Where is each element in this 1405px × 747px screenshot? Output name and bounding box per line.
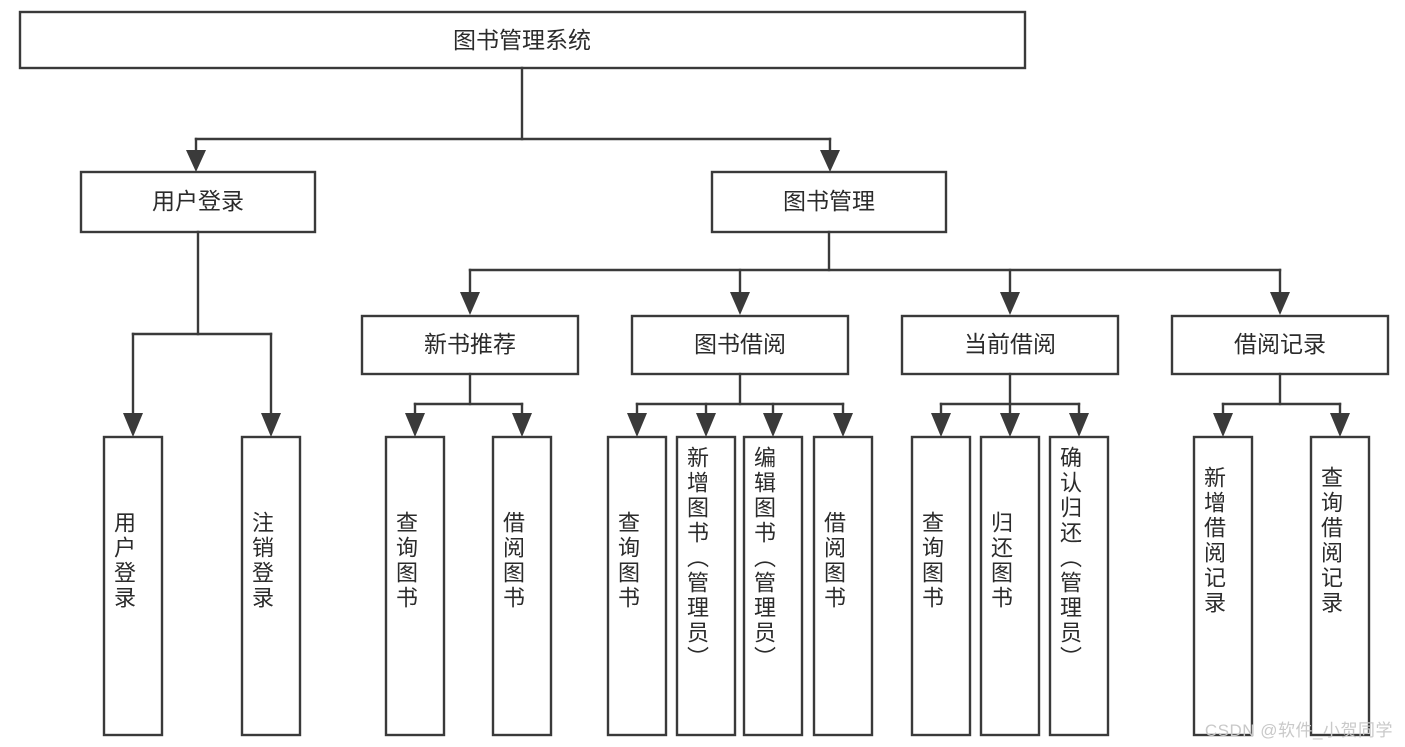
arrow-head-icon [261, 413, 281, 437]
node-leaf-user-logout-box[interactable] [240, 435, 302, 737]
node-current-borrow-box[interactable] [900, 314, 1120, 376]
node-user-login-box[interactable] [79, 170, 317, 234]
arrow-head-icon [730, 292, 750, 315]
node-root[interactable]: 图书管理系统 [18, 10, 1027, 70]
node-leaf-add-record-box[interactable] [1192, 435, 1254, 737]
node-leaf-query-book-2-box[interactable] [606, 435, 668, 737]
connector-user-login-to-leaves [123, 230, 281, 437]
arrow-head-icon [1213, 413, 1233, 437]
node-book-borrow[interactable]: 图书借阅 [630, 314, 850, 376]
connector-borrow-record-to-leaves [1213, 372, 1350, 437]
node-borrow-record-label: 借阅记录 [1234, 331, 1326, 357]
node-current-borrow[interactable]: 当前借阅 [900, 314, 1120, 376]
arrow-head-icon [931, 413, 951, 437]
node-book-borrow-label: 图书借阅 [694, 331, 786, 357]
connector-new-book-recommend-to-leaves [405, 372, 532, 437]
node-leaf-user-login-box[interactable] [102, 435, 164, 737]
arrow-head-icon [512, 413, 532, 437]
node-current-borrow-label: 当前借阅 [964, 331, 1056, 357]
node-leaf-query-book-3-box[interactable] [910, 435, 972, 737]
node-leaf-edit-book-box[interactable] [742, 435, 804, 737]
arrow-head-icon [1270, 292, 1290, 315]
arrow-head-icon [1000, 413, 1020, 437]
arrow-head-icon [186, 150, 206, 172]
node-leaf-add-book-box[interactable] [675, 435, 737, 737]
node-leaf-borrow-book-2-box[interactable] [812, 435, 874, 737]
arrow-head-icon [696, 413, 716, 437]
connector-current-borrow-to-leaves [931, 372, 1089, 437]
arrow-head-icon [833, 413, 853, 437]
node-user-login-label: 用户登录 [152, 188, 244, 214]
connector-book-borrow-to-leaves [627, 372, 853, 437]
arrow-head-icon [763, 413, 783, 437]
node-root-box[interactable] [18, 10, 1027, 70]
arrow-head-icon [627, 413, 647, 437]
node-book-manage-label: 图书管理 [783, 188, 875, 214]
arrow-head-icon [1000, 292, 1020, 315]
node-root-label: 图书管理系统 [453, 27, 591, 53]
node-leaf-return-book-box[interactable] [979, 435, 1041, 737]
arrow-head-icon [405, 413, 425, 437]
node-new-book-recommend[interactable]: 新书推荐 [360, 314, 580, 376]
node-leaf-borrow-book-1-box[interactable] [491, 435, 553, 737]
arrow-head-icon [1330, 413, 1350, 437]
arrow-head-icon [1069, 413, 1089, 437]
node-new-book-recommend-box[interactable] [360, 314, 580, 376]
arrow-head-icon [460, 292, 480, 315]
watermark-text: CSDN @软件_小贺同学 [1204, 721, 1393, 740]
node-leaf-confirm-return-box[interactable] [1048, 435, 1110, 737]
node-user-login[interactable]: 用户登录 [79, 170, 317, 234]
node-leaf-query-record-box[interactable] [1309, 435, 1371, 737]
arrow-head-icon [820, 150, 840, 172]
connector-book-manage-to-level3 [460, 230, 1290, 315]
node-new-book-recommend-label: 新书推荐 [424, 331, 516, 357]
node-leaf-query-book-1-box[interactable] [384, 435, 446, 737]
arrow-head-icon [123, 413, 143, 437]
node-borrow-record[interactable]: 借阅记录 [1170, 314, 1390, 376]
connector-root-to-level2 [186, 66, 840, 172]
node-book-manage[interactable]: 图书管理 [710, 170, 948, 234]
